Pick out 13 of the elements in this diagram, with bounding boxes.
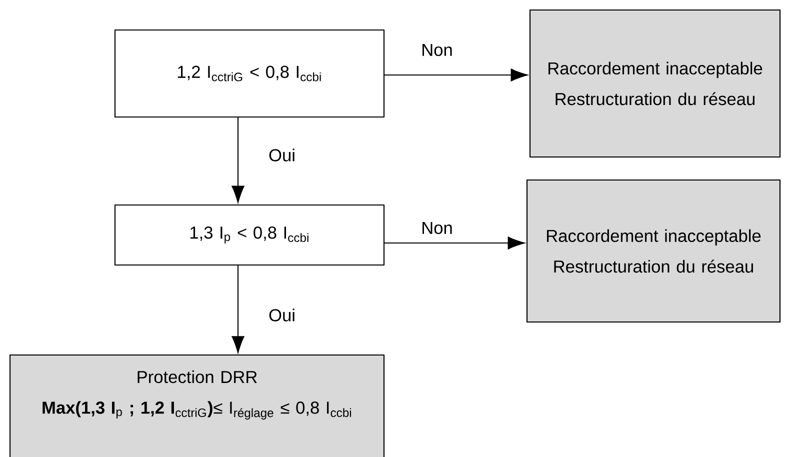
condition-box: 1,2 I$_{cctriG}$ < 0,8 I$_{ccbi}$ <box>114 29 385 118</box>
arrow <box>232 266 244 353</box>
result-box: Raccordement inacceptable Restructuration du réseau <box>529 9 781 158</box>
condition-box: 1,3 I$_{p}$ < 0,8 I$_{ccbi}$ <box>114 204 385 266</box>
edge-label: Non <box>422 44 452 56</box>
edge-label: Oui <box>269 308 294 322</box>
result-box: Raccordement inacceptable Restructuration du réseau <box>526 179 781 323</box>
result-box: Protection DRR Max(1,3 I$_{p}$ ; 1,2 I$_{cctriG}$)≤ I$_{réglage}$ ≤ 0,8 I$_{ccbi}$ <box>9 354 385 457</box>
edge-label: Non <box>422 222 452 234</box>
edge-label: Oui <box>269 148 294 162</box>
arrow <box>384 236 525 250</box>
arrow <box>232 118 244 203</box>
arrow <box>384 68 528 82</box>
